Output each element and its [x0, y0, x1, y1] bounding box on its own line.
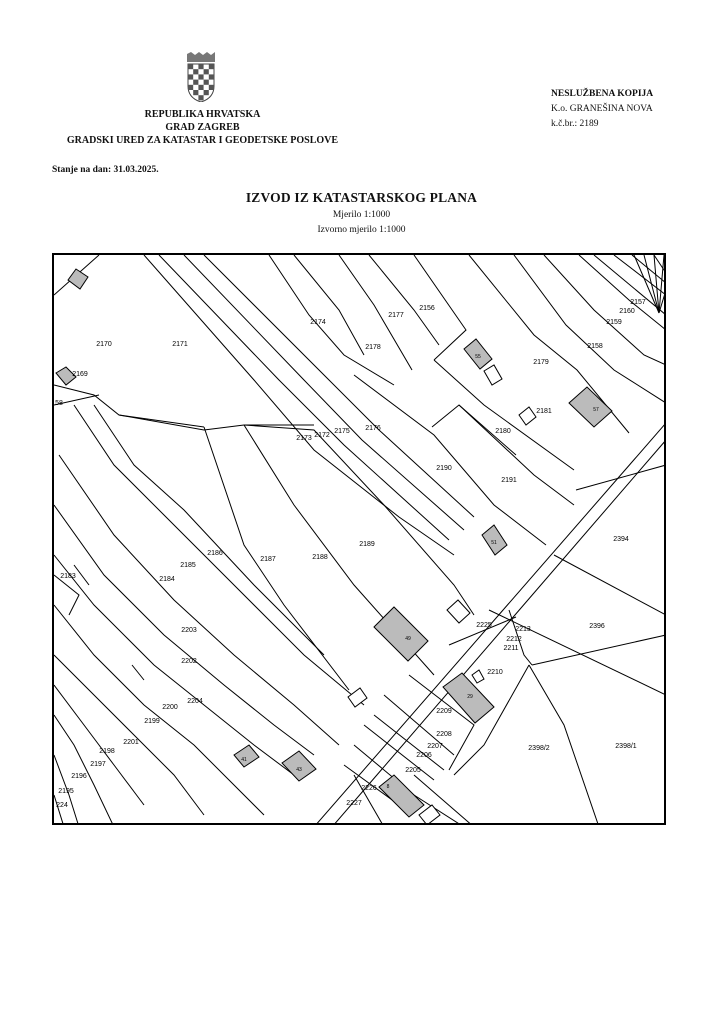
- copy-type: NESLUŽBENA KOPIJA: [551, 89, 654, 99]
- edge-parcel-label: 224: [56, 802, 68, 809]
- parcel-label: 2157: [630, 299, 646, 306]
- parcel-label: 2180: [495, 428, 511, 435]
- parcel-label: 2195: [58, 788, 74, 795]
- parcel-label: 2211: [503, 645, 518, 652]
- building-number-label: 41: [241, 757, 247, 763]
- edge-parcel-label: 58: [55, 400, 63, 407]
- parcel-label: 2212: [506, 636, 522, 643]
- parcel-label: 2198: [99, 748, 115, 755]
- parcel-label: 2206: [416, 752, 432, 759]
- parcel-label: 2169: [72, 371, 88, 378]
- office-name: GRADSKI URED ZA KATASTAR I GEODETSKE POS…: [66, 135, 339, 146]
- parcel-label: 2396: [589, 623, 605, 630]
- parcel-label: 2398/1: [615, 743, 637, 750]
- parcel-label: 2179: [533, 359, 549, 366]
- parcel-label: 2174: [310, 319, 326, 326]
- parcel-label: 2183: [60, 573, 76, 580]
- state-date: Stanje na dan: 31.03.2025.: [52, 165, 159, 175]
- parcel-number: k.č.br.: 2189: [551, 119, 599, 129]
- issuer-block: REPUBLIKA HRVATSKA GRAD ZAGREB GRADSKI U…: [40, 108, 365, 147]
- parcel-label: 2173: [296, 435, 312, 442]
- parcel-label: 2208: [436, 731, 452, 738]
- building-number-label: 49: [405, 636, 411, 642]
- parcel-label: 2181: [536, 408, 552, 415]
- document-title: IZVOD IZ KATASTARSKOG PLANA: [245, 190, 478, 205]
- parcel-label: 2172: [314, 432, 330, 439]
- parcel-label: 2225: [476, 622, 492, 629]
- parcel-label: 2196: [71, 773, 87, 780]
- parcel-label: 2160: [619, 308, 635, 315]
- parcel-label: 2200: [162, 704, 178, 711]
- parcel-label: 2177: [388, 312, 404, 319]
- building-number-label: 55: [475, 354, 481, 360]
- parcel-label: 2398/2: [528, 745, 550, 752]
- parcel-label: 2226: [361, 785, 377, 792]
- building-number-label: 57: [593, 407, 599, 413]
- building-number-label: 29: [467, 694, 473, 700]
- parcel-label: 2188: [312, 554, 328, 561]
- parcel-label: 2189: [359, 541, 375, 548]
- parcel-label: 2170: [96, 341, 112, 348]
- parcel-label: 2205: [405, 767, 421, 774]
- parcel-label: 2213: [515, 626, 531, 633]
- parcel-label: 2176: [365, 425, 381, 432]
- cadastral-map[interactable]: 2170 2171 2174 2177 2156 2178 2179 2158 2176 2180…: [52, 253, 666, 825]
- building-number-label: 43: [296, 767, 302, 773]
- parcel-label: 2201: [123, 739, 139, 746]
- parcel-label: 2171: [172, 341, 188, 348]
- parcel-label: 2394: [613, 536, 629, 543]
- city-name: GRAD ZAGREB: [165, 122, 240, 133]
- parcel-label: 2156: [419, 305, 435, 312]
- republic-name: REPUBLIKA HRVATSKA: [144, 109, 261, 120]
- cadastral-municipality: K.o. GRANEŠINA NOVA: [551, 104, 653, 114]
- parcel-label: 2159: [606, 319, 622, 326]
- parcel-label: 2202: [181, 658, 197, 665]
- parcel-label: 2197: [90, 761, 106, 768]
- parcel-label: 2175: [334, 428, 350, 435]
- parcel-label: 2207: [427, 743, 443, 750]
- parcel-label: 2184: [159, 576, 175, 583]
- parcel-label: 2178: [365, 344, 381, 351]
- building-number-label: 8: [387, 784, 390, 790]
- parcel-label: 2158: [587, 343, 603, 350]
- parcel-label: 2204: [187, 698, 203, 705]
- parcel-label: 2210: [487, 669, 503, 676]
- copy-info-block: NESLUŽBENA KOPIJA K.o. GRANEŠINA NOVA k.…: [551, 87, 653, 132]
- map-scale: Mjerilo 1:1000: [332, 210, 391, 220]
- original-scale: Izvorno mjerilo 1:1000: [317, 225, 406, 235]
- parcel-label: 2227: [346, 800, 362, 807]
- parcel-label: 2199: [144, 718, 160, 725]
- parcel-label: 2186: [207, 550, 223, 557]
- parcel-label: 2185: [180, 562, 196, 569]
- parcel-label: 2209: [436, 708, 452, 715]
- cadastral-map-drawing: 2170 2171 2174 2177 2156 2178 2179 2158 2176 2180…: [54, 255, 664, 823]
- coat-of-arms-icon: [184, 52, 218, 103]
- building-number-label: 51: [491, 540, 497, 546]
- parcel-label: 2190: [436, 465, 452, 472]
- parcel-label: 2187: [260, 556, 276, 563]
- parcel-label: 2191: [501, 477, 517, 484]
- parcel-label: 2203: [181, 627, 197, 634]
